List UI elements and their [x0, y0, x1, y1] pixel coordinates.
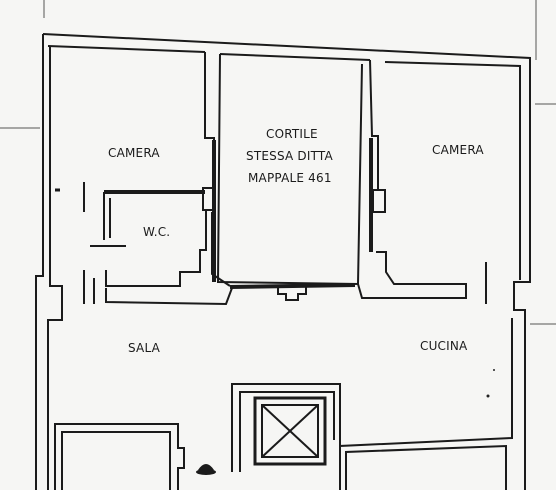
lift-box [253, 396, 327, 466]
room-label-camera-right: CAMERA [432, 143, 484, 157]
cortile-pilaster-right [372, 189, 386, 213]
room-label-cortile-line-1: CORTILE [266, 127, 318, 141]
lower-left-room [54, 423, 185, 490]
stair-outer-wall [231, 383, 341, 472]
lower-room-outer [54, 423, 185, 490]
cortile-bottom-pier [277, 286, 307, 301]
sink-icon [198, 464, 214, 470]
outer-wall-outer-line [42, 33, 531, 438]
lower-right-room [345, 444, 507, 490]
outer-wall-inner-line [47, 45, 521, 280]
sala-corridor-walls [105, 251, 487, 306]
scan-specks [486, 369, 495, 398]
outer-walls [35, 33, 531, 490]
room-label-sala: SALA [128, 341, 161, 355]
room-label-cucina: CUCINA [420, 339, 468, 353]
scan-guide-lines [0, 0, 556, 325]
outer-wall-left-inner [47, 46, 63, 490]
speck-b [493, 369, 495, 371]
room-label-cortile-line-2: STESSA DITTA [246, 149, 333, 163]
bottom-right-wall [339, 318, 513, 490]
room-label-wc: W.C. [143, 225, 171, 239]
cortile-pilaster-left [202, 187, 216, 211]
wc-partitions [55, 182, 231, 304]
speck-a [486, 394, 490, 398]
sala-top-wall-left [105, 287, 233, 306]
lift-cross-b [261, 404, 319, 458]
cortile-wall-right-top [369, 59, 379, 190]
room-label-cortile-line-3: MAPPALE 461 [248, 171, 332, 185]
lower-room-inner [61, 431, 171, 490]
stair-shaft [231, 383, 341, 472]
stair-inner-wall [239, 391, 335, 472]
cortile-inner-outline [216, 53, 363, 286]
wc-wall-bottom-inner [211, 212, 231, 287]
cortile-thick-wall-bottom [229, 283, 356, 289]
cortile-walls [202, 52, 386, 301]
sink-base [196, 469, 216, 475]
lower-right-outline [345, 444, 507, 490]
wc-wall-bottom [105, 210, 207, 287]
lift-inner-box [261, 404, 319, 458]
outer-wall-left-outer [35, 34, 44, 490]
sink-fixture [196, 464, 216, 475]
room-label-camera-left: CAMERA [108, 146, 160, 160]
sala-top-wall-right [357, 251, 467, 299]
